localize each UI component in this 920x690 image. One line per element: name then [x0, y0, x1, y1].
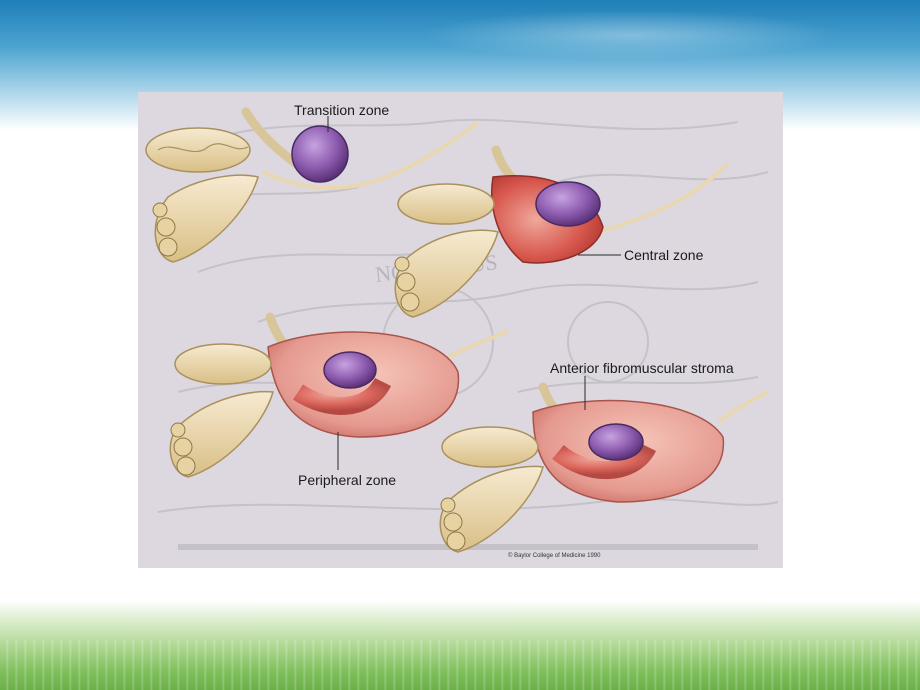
label-transition-zone: Transition zone — [294, 102, 390, 118]
panel-transition-zone — [145, 107, 480, 263]
copyright-notice: © Baylor College of Medicine 1990 — [508, 553, 601, 559]
illustration-svg: NON SOLUS — [145, 107, 779, 553]
label-leader-lines — [327, 116, 621, 470]
slide-grass-background — [0, 600, 920, 690]
label-central-zone: Central zone — [624, 247, 704, 263]
panel-peripheral-zone — [169, 312, 510, 478]
panel-anterior-stroma — [439, 382, 769, 553]
sky-cloud — [420, 10, 840, 60]
prostate-zones-illustration: NON SOLUS — [138, 92, 783, 568]
seminal-vesicle — [145, 127, 251, 173]
label-anterior-stroma: Anterior fibromuscular stroma — [550, 360, 734, 376]
grass-texture — [0, 640, 920, 690]
panel-central-zone — [394, 145, 730, 318]
label-peripheral-zone: Peripheral zone — [298, 472, 397, 488]
vas-deferens — [154, 174, 259, 263]
transition-zone-shape — [291, 125, 349, 183]
